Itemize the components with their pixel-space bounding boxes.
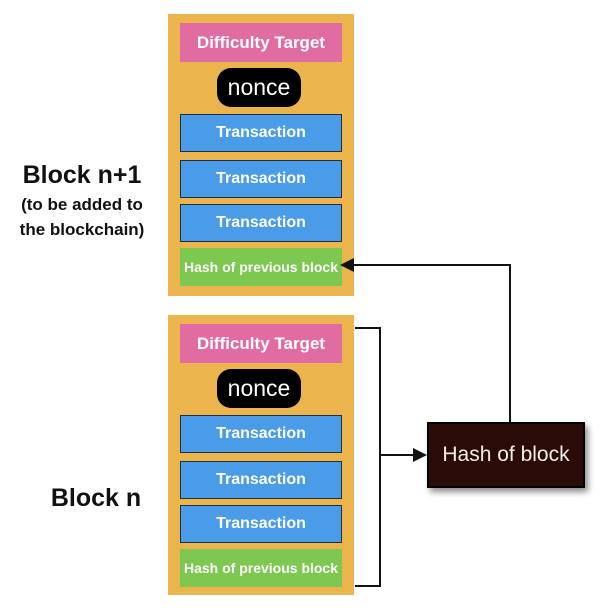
block-n1-transaction-box: Transaction	[180, 114, 342, 152]
block-n-label-group: Block n	[6, 484, 186, 512]
block-n1-label: Block n+1	[22, 161, 142, 189]
block-n-container: Difficulty Target nonce Transaction Tran…	[168, 315, 354, 595]
block-n1-sublabel-line1: (to be added to	[21, 195, 143, 214]
block-n-transaction-box: Transaction	[180, 505, 342, 543]
block-n-prev-hash-box: Hash of previous block	[180, 549, 342, 587]
arrow-hashbox-to-prevhash-horizontal-line	[350, 264, 511, 266]
block-n-nonce-box: nonce	[217, 369, 301, 408]
arrowhead-left-icon	[340, 258, 354, 272]
block-n1-transaction-box: Transaction	[180, 160, 342, 198]
block-n1-difficulty-target-box: Difficulty Target	[180, 23, 342, 62]
block-n1-sublabel-line2: the blockchain)	[19, 220, 145, 239]
block-n-transaction-box: Transaction	[180, 415, 342, 453]
bracket-vertical-line	[379, 327, 381, 587]
block-n1-transaction-box: Transaction	[180, 204, 342, 242]
bracket-bottom-line	[355, 585, 381, 587]
block-n-label: Block n	[50, 484, 142, 512]
block-n1-prev-hash-box: Hash of previous block	[180, 248, 342, 286]
arrow-bracket-to-hashbox-line	[381, 454, 415, 456]
block-n-difficulty-target-box: Difficulty Target	[180, 324, 342, 363]
hash-of-block-box: Hash of block	[427, 422, 585, 488]
block-n1-container: Difficulty Target nonce Transaction Tran…	[168, 14, 354, 296]
block-n1-label-group: Block n+1 (to be added to the blockchain…	[0, 161, 164, 242]
block-n1-sublabel: (to be added to the blockchain)	[0, 192, 164, 242]
block-n1-nonce-box: nonce	[217, 68, 301, 107]
bracket-top-line	[355, 327, 381, 329]
arrow-hashbox-to-prevhash-vertical-line	[509, 264, 511, 422]
block-n-transaction-box: Transaction	[180, 461, 342, 499]
arrowhead-right-icon	[413, 448, 427, 462]
